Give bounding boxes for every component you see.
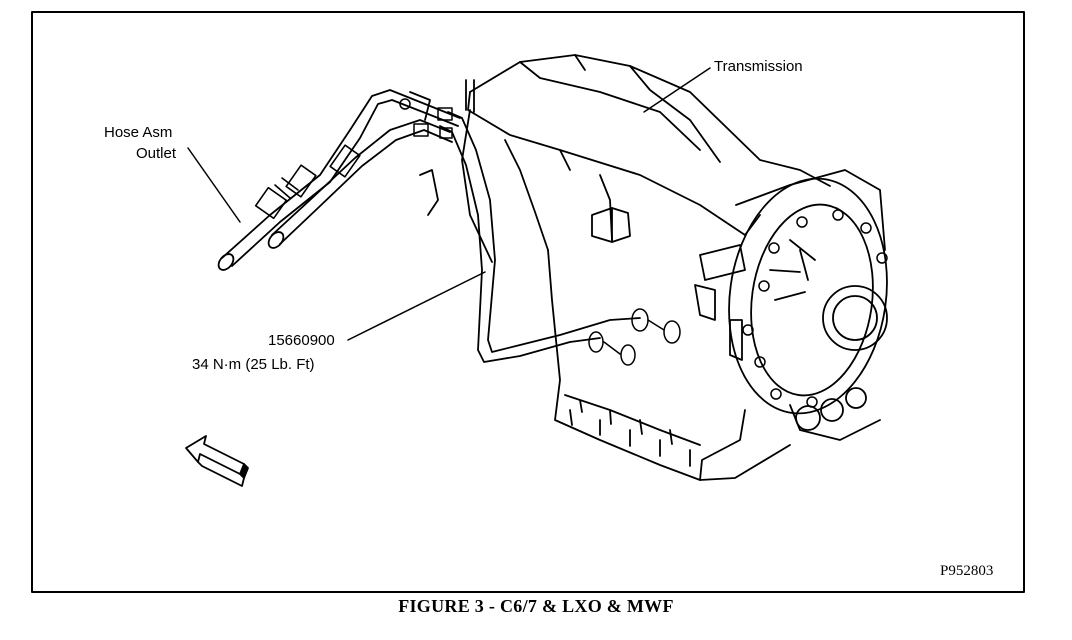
torque-spec-label: 34 N·m (25 Lb. Ft) xyxy=(192,356,315,373)
transmission-label: Transmission xyxy=(714,58,803,75)
cooler-lines xyxy=(217,79,681,366)
part-leader xyxy=(347,271,486,341)
housing-bolts xyxy=(742,209,888,408)
figure-ref-code: P952803 xyxy=(940,563,994,579)
part-number-label: 15660900 xyxy=(268,332,335,349)
front-arrow-icon xyxy=(185,435,249,487)
leader-lines xyxy=(187,67,711,341)
figure-caption: FIGURE 3 - C6/7 & LXO & MWF xyxy=(398,596,674,616)
hose-asm-label: Hose Asm xyxy=(104,124,173,141)
hose-outlet-label: Outlet xyxy=(136,145,177,162)
figure-frame xyxy=(31,11,1025,593)
transmission-illustration xyxy=(409,54,888,481)
transmission-leader xyxy=(643,67,711,113)
hose-leader xyxy=(187,147,241,223)
